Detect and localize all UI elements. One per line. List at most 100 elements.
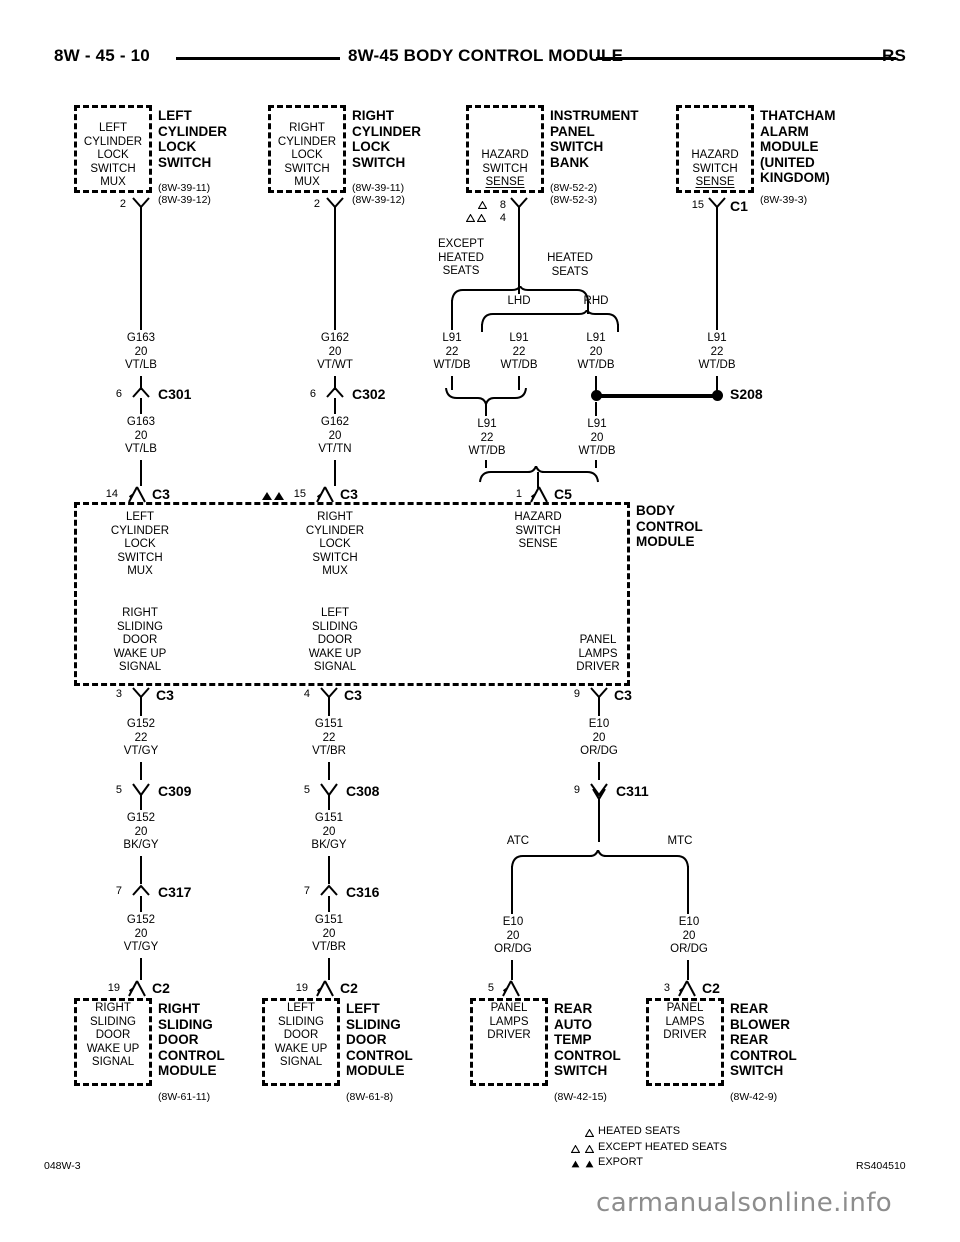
thatcham-alarm-module-terminal-label: HAZARD SWITCH SENSE: [691, 149, 739, 188]
connector-symbol-c301: [130, 384, 152, 401]
wire-label-g162-mid: G162 20 VT/TN: [318, 416, 352, 455]
wire-c302-down: [334, 398, 336, 414]
wire-splice-down: [595, 402, 597, 416]
page-number-left: 8W - 45 - 10: [54, 46, 150, 65]
legend-marker-except-heated-seats-icon: [570, 1143, 594, 1159]
right-cylinder-lock-switch-terminal-label: RIGHT CYLINDER LOCK SWITCH MUX: [277, 122, 337, 188]
thatcham-alarm-module-box: [676, 105, 754, 193]
wire-label-l91-merge: L91 22 WT/DB: [468, 418, 506, 457]
wire-l91-lhd-down: [518, 376, 520, 390]
wire-atc-branch: [511, 866, 513, 914]
connector-label-c317: C317: [158, 884, 192, 900]
wire-thatcham-down: [716, 206, 718, 330]
rear-auto-temp-control-switch-box: [470, 998, 548, 1086]
connector-symbol-ratc: [500, 980, 522, 997]
wire-e10-mtc-down: [687, 960, 689, 980]
legend-label-except-heated-seats: EXCEPT HEATED SEATS: [598, 1140, 727, 1153]
wire-bcm-c3-4-down: [328, 696, 330, 716]
pin-left-cyl-lock-2: 2: [119, 198, 126, 210]
connector-label-c316: C316: [346, 884, 380, 900]
connector-label-c309: C309: [158, 783, 192, 799]
instrument-panel-switch-bank-title: INSTRUMENT PANEL SWITCH BANK: [550, 108, 639, 170]
wire-c301-down: [140, 398, 142, 414]
wire-label-e10-mtc: E10 20 OR/DG: [670, 916, 708, 955]
wire-ipsb-down: [518, 206, 520, 294]
pin-c301-6: 6: [115, 388, 122, 400]
connector-label-c311: C311: [616, 783, 649, 799]
connector-symbol-c302: [324, 384, 346, 401]
wire-c309-down: [140, 794, 142, 810]
branch-label-rhd: RHD: [583, 295, 609, 307]
wire-g162-to-c302: [334, 376, 336, 390]
pin-ipsb-except-heated-4: 4: [499, 212, 506, 224]
connector-label-c301: C301: [158, 386, 192, 402]
connector-label-bcm-c3-15: C3: [340, 486, 358, 502]
bcm-terminal-label-right-sliding-door: RIGHT SLIDING DOOR WAKE UP SIGNAL: [113, 607, 167, 673]
connector-symbol-bcm-c3-14: [126, 486, 148, 503]
wire-c311-down: [598, 798, 600, 842]
connector-label-bcm-c3-14: C3: [152, 486, 170, 502]
wire-thatcham-to-splice: [716, 376, 718, 392]
wire-mtc-branch: [687, 866, 689, 914]
connector-label-rbrc-c2: C2: [702, 980, 720, 996]
connector-label-lsdcm-c2: C2: [340, 980, 358, 996]
connector-label-bcm-c3-3: C3: [156, 687, 174, 703]
wire-label-l91-splice: L91 20 WT/DB: [578, 418, 616, 457]
wire-g163-to-bcm: [140, 460, 142, 486]
wire-label-g151-a: G151 22 VT/BR: [312, 718, 346, 757]
wire-label-l91-rhd: L91 20 WT/DB: [577, 332, 615, 371]
splice-dot-left: [591, 390, 602, 401]
wire-label-l91-except-heated: L91 22 WT/DB: [433, 332, 471, 371]
connector-label-bcm-c5-1: C5: [554, 486, 572, 502]
right-sliding-door-control-module-terminal-label: RIGHT SLIDING DOOR WAKE UP SIGNAL: [86, 1002, 140, 1068]
pin-lsdcm-19: 19: [295, 982, 308, 994]
wire-c308-down: [328, 794, 330, 810]
rear-blower-rear-control-switch-title: REAR BLOWER REAR CONTROL SWITCH: [730, 1001, 797, 1078]
wire-label-g163-top: G163 20 VT/LB: [125, 332, 157, 371]
pin-c317-7: 7: [115, 885, 122, 897]
page-header: 8W - 45 - 10 8W-45 BODY CONTROL MODULE R…: [0, 46, 960, 80]
wire-label-g162-top: G162 20 VT/WT: [317, 332, 353, 371]
watermark: carmanualsonline.info: [596, 1188, 893, 1218]
splice-dot-right: [712, 390, 723, 401]
wire-g152c-down: [140, 958, 142, 980]
bcm-terminal-label-left-sliding-door: LEFT SLIDING DOOR WAKE UP SIGNAL: [308, 607, 362, 673]
bcm-terminal-label-panel-lamps-driver: PANEL LAMPS DRIVER: [576, 634, 620, 673]
pin-c309-5: 5: [115, 784, 122, 796]
body-control-module-title: BODY CONTROL MODULE: [636, 503, 703, 549]
thatcham-alarm-module-title: THATCHAM ALARM MODULE (UNITED KINGDOM): [760, 108, 836, 185]
left-cylinder-lock-switch-title: LEFT CYLINDER LOCK SWITCH: [158, 108, 228, 170]
wire-g152b-down: [140, 856, 142, 884]
wire-label-l91-thatcham: L91 22 WT/DB: [698, 332, 736, 371]
wire-bcm-c3-3-down: [140, 696, 142, 716]
right-sliding-door-control-module-title: RIGHT SLIDING DOOR CONTROL MODULE: [158, 1001, 225, 1078]
wire-except-heated-branch: [451, 300, 453, 330]
rear-auto-temp-control-switch-terminal-label: PANEL LAMPS DRIVER: [487, 1002, 531, 1041]
legend-marker-heated-seats-icon: [584, 1127, 595, 1143]
connector-symbol-c317: [130, 882, 152, 899]
connector-label-bcm-c3-4: C3: [344, 687, 362, 703]
wire-l91-merged: [485, 404, 487, 416]
right-cylinder-lock-switch-refs: (8W-39-11) (8W-39-12): [352, 182, 405, 206]
legend-label-heated-seats: HEATED SEATS: [598, 1125, 681, 1137]
connector-label-rsdcm-c2: C2: [152, 980, 170, 996]
pin-c316-7: 7: [303, 885, 310, 897]
pin-bcm-c3-9: 9: [573, 688, 580, 700]
legend: HEATED SEATS EXCEPT HEATED SEATS EXPORT: [570, 1124, 727, 1171]
wire-g151a-down: [328, 762, 330, 780]
pin-bcm-c3-4: 4: [303, 688, 310, 700]
wire-c316-down: [328, 896, 330, 912]
wire-lhd-branch: [481, 324, 483, 332]
rear-auto-temp-control-switch-refs: (8W-42-15): [554, 1091, 607, 1103]
pin-bcm-c3-14: 14: [105, 488, 118, 500]
instrument-panel-switch-bank-refs: (8W-52-2) (8W-52-3): [550, 182, 598, 206]
connector-label-bcm-c3-9: C3: [614, 687, 632, 703]
connector-symbol-c316: [318, 882, 340, 899]
header-rule-left: [176, 57, 340, 60]
body-control-module-box: [74, 502, 630, 686]
right-cylinder-lock-switch-title: RIGHT CYLINDER LOCK SWITCH: [352, 108, 422, 170]
left-cylinder-lock-switch-box: [74, 105, 152, 193]
rear-blower-rear-control-switch-box: [646, 998, 724, 1086]
connector-symbol-c311: [588, 782, 610, 799]
wire-right-cyl-to-g162: [334, 206, 336, 330]
